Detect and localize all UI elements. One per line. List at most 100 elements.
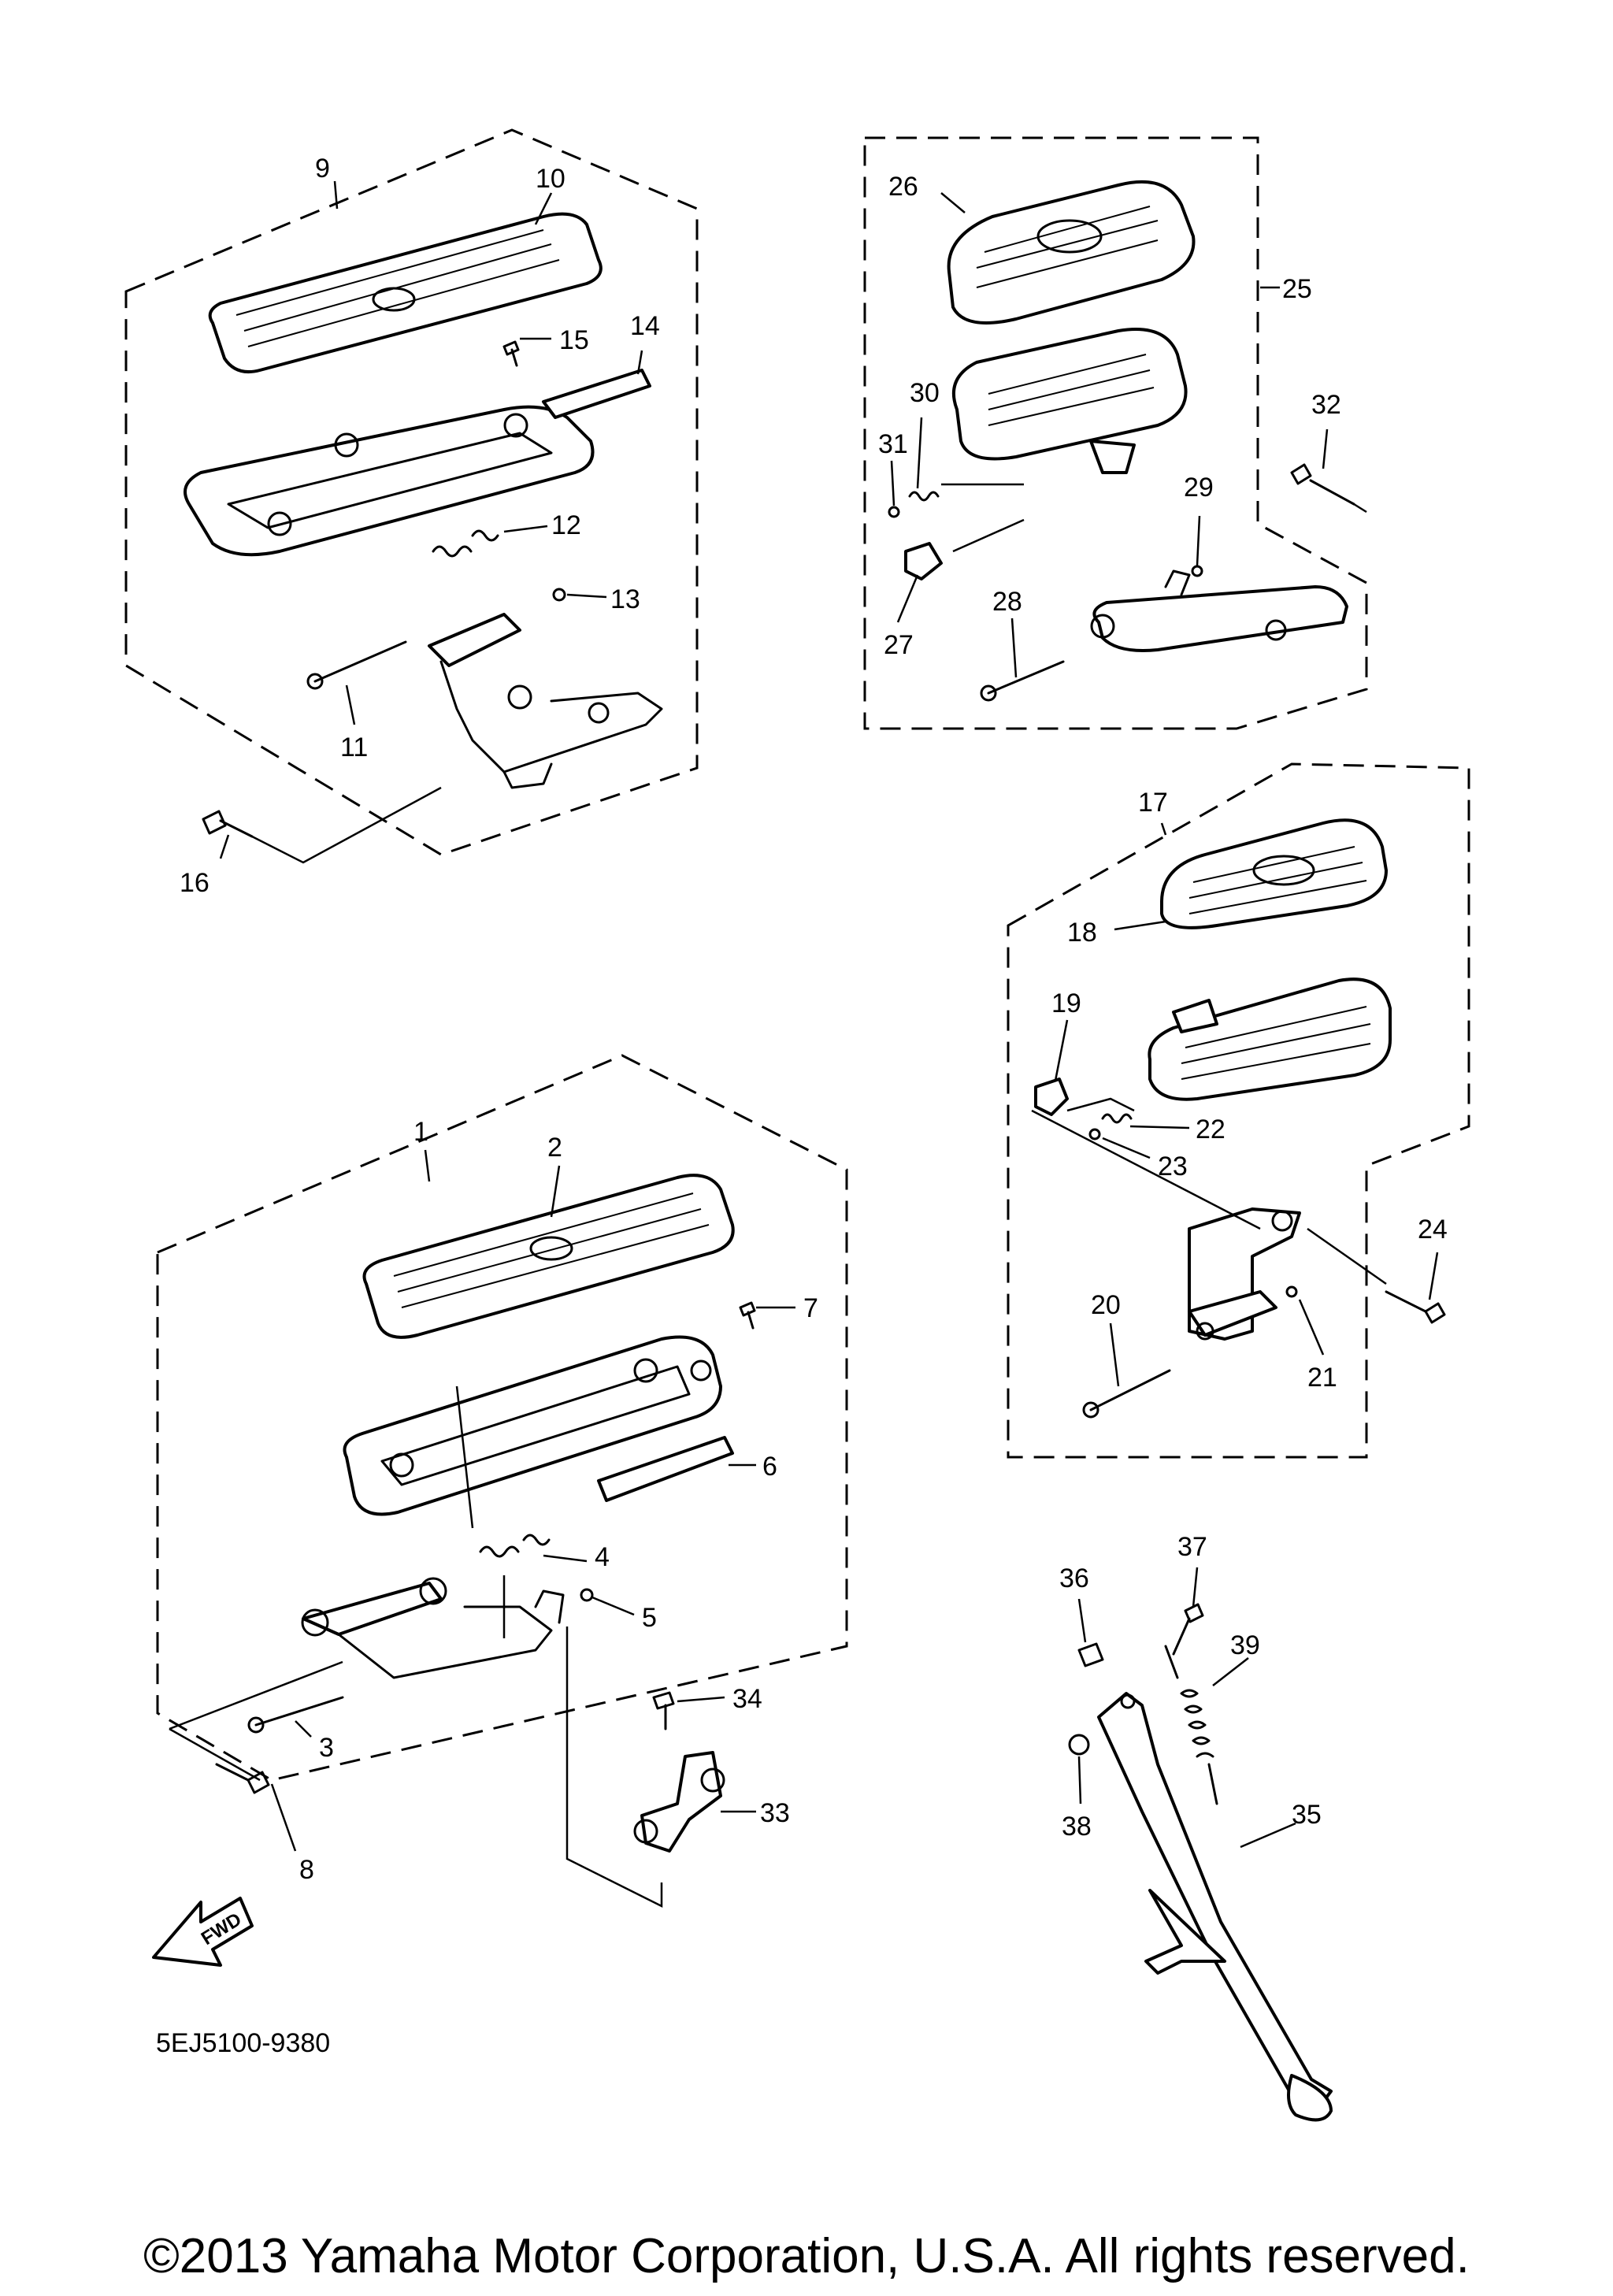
plate-6: [597, 1436, 734, 1502]
callout-34: 34: [732, 1684, 762, 1714]
footboard-mat-2: [362, 1174, 735, 1339]
bolt-37: [1172, 1603, 1204, 1656]
nut-38: [1068, 1734, 1090, 1756]
callout-20: 20: [1091, 1290, 1121, 1320]
clip-13: [552, 588, 566, 602]
ball-23: [1088, 1128, 1101, 1141]
logo-emblem-icon: [1036, 219, 1103, 254]
assembly-17-boundary: [1007, 762, 1470, 1459]
callout-35: 35: [1292, 1800, 1322, 1830]
callout-30: 30: [910, 378, 940, 408]
sidestand-group: [1068, 1567, 1333, 2122]
callout-24: 24: [1418, 1215, 1448, 1244]
callout-13: 13: [610, 584, 640, 614]
callout-3: 3: [319, 1733, 334, 1763]
callout-10: 10: [536, 164, 565, 194]
callout-16: 16: [180, 868, 210, 898]
callout-36: 36: [1059, 1563, 1089, 1593]
bracket-25: [1090, 569, 1348, 652]
callout-2: 2: [547, 1133, 562, 1163]
callout-11: 11: [340, 733, 368, 762]
sidestand-35: [1097, 1692, 1333, 2122]
callout-17: 17: [1138, 788, 1168, 818]
footboard-mat-18: [1160, 818, 1388, 929]
collar-36: [1077, 1642, 1104, 1667]
callout-37: 37: [1177, 1532, 1207, 1562]
footboard-base-frame: [184, 369, 651, 557]
clip-5: [580, 1588, 594, 1602]
bolt-16: [202, 810, 254, 838]
bolt-8: [215, 1763, 270, 1794]
callout-33: 33: [760, 1798, 790, 1828]
part-code: 5EJ5100-9380: [156, 2028, 330, 2058]
callout-9: 9: [315, 154, 330, 184]
assembly-1-group: [156, 1054, 848, 1852]
copyright-notice: ©2013 Yamaha Motor Corporation, U.S.A. A…: [143, 2229, 1470, 2283]
bracket-17: [1188, 1207, 1301, 1341]
footboard-base-1: [343, 1335, 722, 1516]
clip-21: [1285, 1285, 1298, 1298]
pedal-33: [633, 1751, 725, 1853]
pin-11: [313, 640, 407, 683]
spring-22-icon: [1101, 1113, 1133, 1124]
callout-22: 22: [1196, 1115, 1226, 1144]
footboard-mat-10: [208, 212, 603, 374]
callout-26: 26: [888, 172, 918, 202]
callout-labels: 9 10 14 15 12 13 11 16 26 25 30 31 32 29…: [180, 154, 1448, 1885]
logo-emblem-icon: [529, 1236, 573, 1261]
spring-12-icon: [432, 529, 499, 558]
assembly-25-boundary: [863, 136, 1368, 730]
callout-25: 25: [1282, 274, 1312, 304]
fwd-arrow-icon: FWD: [152, 1897, 254, 1967]
footboard-mat-26: [947, 180, 1196, 325]
footboard-tray-17: [1148, 977, 1392, 1101]
pin-20: [1089, 1369, 1171, 1411]
detent-19: [1034, 1078, 1069, 1116]
pin-3: [254, 1696, 344, 1727]
bolt-24: [1385, 1290, 1446, 1324]
bolt-32: [1290, 463, 1355, 506]
pin-28: [987, 660, 1065, 695]
callout-19: 19: [1051, 989, 1081, 1018]
spring-30-icon: [908, 491, 940, 502]
logo-emblem-icon: [1252, 855, 1315, 886]
callout-21: 21: [1307, 1363, 1337, 1393]
plate-14: [542, 369, 651, 419]
clip-29: [1191, 565, 1203, 577]
assembly-1-boundary: [156, 1054, 848, 1782]
callout-39: 39: [1230, 1630, 1260, 1660]
callout-38: 38: [1062, 1812, 1092, 1842]
assembly-9-boundary: [124, 128, 699, 856]
assembly-25-group: [863, 136, 1368, 730]
assembly-17-group: [1007, 762, 1470, 1459]
spring-4-icon: [479, 1534, 551, 1558]
callout-6: 6: [762, 1452, 777, 1482]
footboard-tray-25: [952, 328, 1188, 474]
assembly-9-group: [124, 128, 699, 864]
bracket-1: [301, 1577, 565, 1679]
ball-31: [888, 506, 900, 518]
callout-8: 8: [299, 1855, 314, 1885]
callout-18: 18: [1067, 918, 1097, 948]
detent-27: [904, 542, 943, 580]
callout-29: 29: [1184, 473, 1214, 503]
callout-1: 1: [413, 1117, 428, 1147]
callout-32: 32: [1311, 390, 1341, 420]
screw-15: [502, 340, 520, 367]
pedal-group: [565, 1626, 756, 1908]
callout-5: 5: [642, 1603, 657, 1633]
logo-emblem-icon: [372, 287, 416, 312]
callout-28: 28: [992, 587, 1022, 617]
callout-23: 23: [1158, 1152, 1188, 1181]
screw-34: [652, 1691, 675, 1730]
callout-7: 7: [803, 1293, 818, 1323]
callout-12: 12: [551, 510, 581, 540]
callout-4: 4: [595, 1542, 610, 1572]
callout-15: 15: [559, 325, 589, 355]
callout-31: 31: [878, 429, 908, 459]
callout-14: 14: [630, 311, 660, 341]
spring-39-icon: [1164, 1645, 1218, 1805]
screw-7: [739, 1301, 756, 1330]
footboard-bracket: [428, 613, 663, 789]
